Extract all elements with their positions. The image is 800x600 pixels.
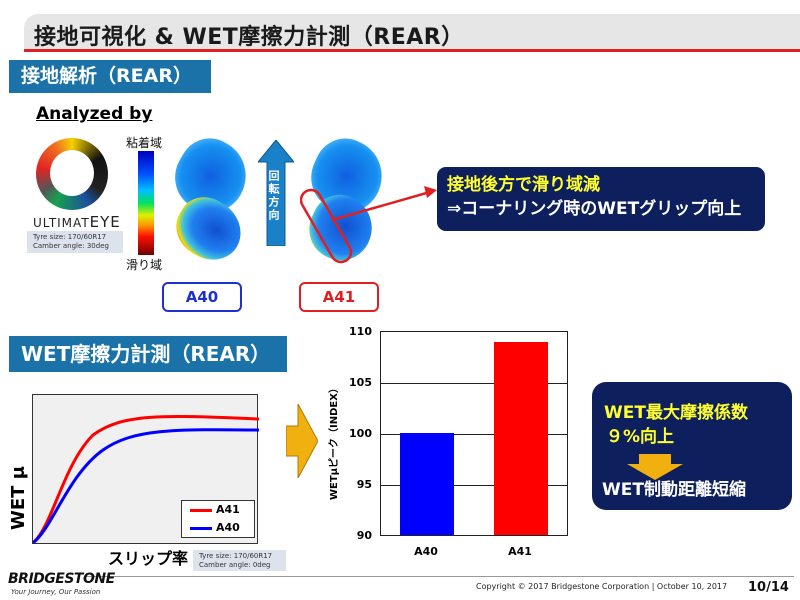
bar-chart-y-axis-label: WETμピーク（INDEX） (329, 383, 340, 500)
copyright-text: Copyright © 2017 Bridgestone Corporation… (476, 582, 728, 591)
page-number: 10/14 (748, 580, 789, 595)
brand-tagline: Your Journey, Our Passion (11, 588, 101, 596)
slide-title-bar: 接地可視化 & WET摩擦力計測（REAR） (24, 14, 800, 52)
right-arrow-icon (286, 404, 318, 478)
ultimateye-logo-icon (36, 138, 108, 210)
analyzed-by-label: Analyzed by (36, 104, 153, 124)
wet-conclusion-callout: WET最大摩擦係数 ９%向上 WET制動距離短縮 (592, 382, 792, 510)
gridline (381, 485, 567, 486)
section-heading-wet-friction: WET摩擦力計測（REAR） (9, 336, 287, 372)
xtick-a41: A41 (508, 545, 532, 558)
gridline (381, 434, 567, 435)
colorbar-bottom-label: 滑り域 (126, 258, 163, 272)
bar-a40 (400, 433, 454, 535)
tag-a41: A41 (299, 282, 379, 312)
wet-mu-axis-label: WET μ (8, 466, 29, 530)
tyre-info-box-2: Tyre size: 170/60R17 Camber angle: 0deg (193, 550, 286, 571)
colorbar-legend (138, 151, 154, 255)
rotation-direction-label: 回転方向 (267, 170, 280, 222)
rotation-direction-arrow-icon (258, 140, 294, 246)
slip-region-highlight (300, 186, 437, 264)
footprint-a40-lower (165, 187, 253, 271)
bridgestone-logo: BRIDGESTONE (8, 571, 115, 587)
section-heading-contact: 接地解析（REAR） (9, 60, 211, 93)
callout2-line1: WET最大摩擦係数 (604, 403, 748, 423)
bar-a41 (494, 342, 548, 535)
tyre-info-box: Tyre size: 170/60R17 Camber angle: 30deg (27, 231, 123, 253)
ultimateye-logo-text: ULTIMATEYE (33, 213, 121, 231)
ytick-105: 105 (349, 376, 372, 389)
down-arrow-icon (627, 454, 683, 480)
curve-legend: A41 A40 (181, 500, 255, 538)
callout-line1: 接地後方で滑り域減 (447, 175, 600, 195)
slide-title: 接地可視化 & WET摩擦力計測（REAR） (34, 25, 464, 50)
callout2-line2: ９%向上 (606, 427, 675, 447)
ytick-100: 100 (349, 427, 372, 440)
legend-a40: A40 (182, 519, 254, 537)
footer-divider (84, 576, 794, 577)
ytick-110: 110 (349, 325, 372, 338)
legend-a41: A41 (182, 501, 254, 519)
slip-ratio-axis-label: スリップ率 (108, 549, 189, 568)
tag-a40: A40 (162, 282, 242, 312)
colorbar-top-label: 粘着域 (126, 136, 163, 150)
ytick-95: 95 (356, 478, 372, 491)
callout-line2: ⇒コーナリング時のWETグリップ向上 (447, 199, 742, 219)
gridline (381, 383, 567, 384)
contact-conclusion-callout: 接地後方で滑り域減 ⇒コーナリング時のWETグリップ向上 (437, 167, 765, 231)
wet-peak-bar-chart (380, 331, 568, 536)
xtick-a40: A40 (414, 545, 438, 558)
callout2-line3: WET制動距離短縮 (602, 480, 746, 500)
ytick-90: 90 (356, 529, 372, 542)
wet-mu-curves (31, 414, 260, 545)
